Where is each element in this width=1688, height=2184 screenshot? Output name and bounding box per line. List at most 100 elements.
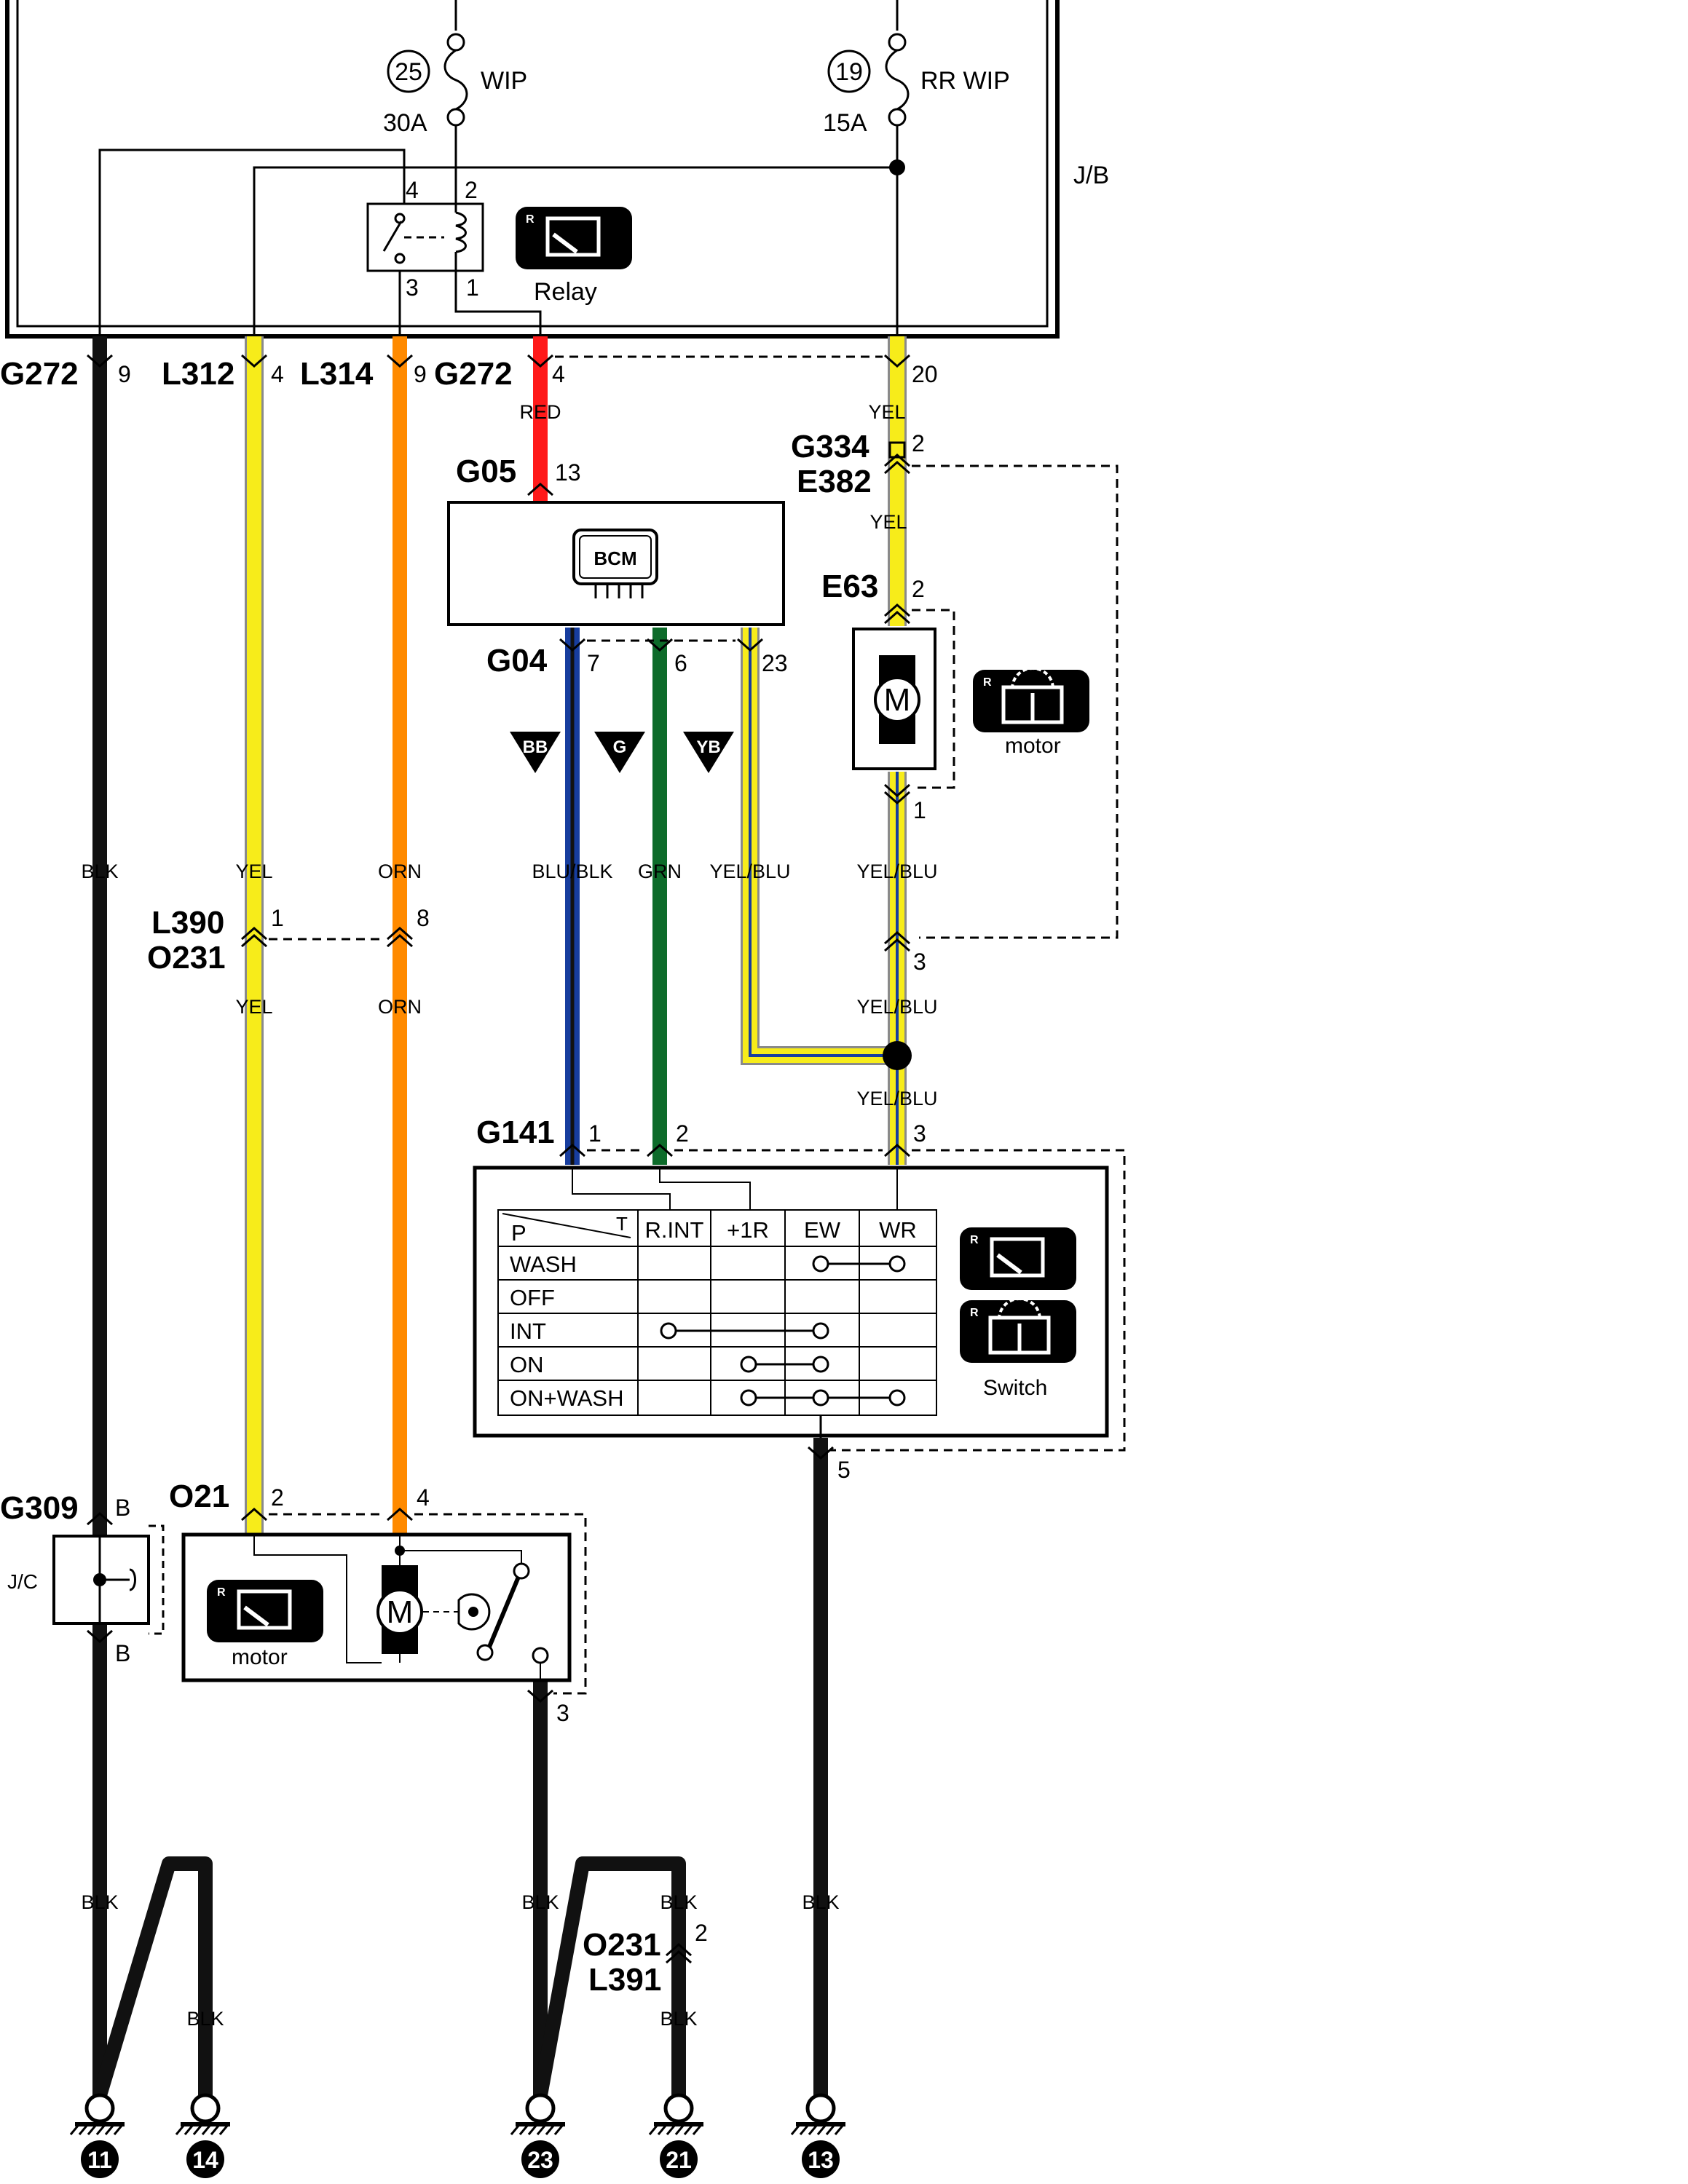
conn-g141-pin-1: 1: [588, 1120, 602, 1147]
wire-label-yel-2: YEL: [869, 511, 907, 533]
relay-label: Relay: [534, 278, 597, 306]
ground-symbol: 14: [175, 2093, 230, 2178]
svg-text:R: R: [970, 1234, 979, 1246]
conn-g05-name: G05: [456, 454, 516, 489]
relay-pin-1: 1: [466, 274, 479, 301]
conn-g141-pin-3: 3: [913, 1120, 926, 1147]
ground-number: 23: [527, 2147, 553, 2173]
fuse-rr-wip: 19 RR WIP 15A: [823, 0, 1010, 137]
conn-e382: E382: [797, 464, 872, 499]
conn-o21-pin-4: 4: [417, 1484, 430, 1511]
svg-text:R: R: [217, 1586, 226, 1599]
conn-l390: L390: [151, 905, 224, 941]
fuse-rr-wip-name: RR WIP: [920, 67, 1010, 95]
conn-l390-pin-8: 8: [417, 905, 430, 931]
conn-e63: [884, 603, 955, 805]
ground-symbol: 11: [69, 2093, 125, 2178]
rear-motor: [852, 628, 936, 770]
wire-label-yel-1: YEL: [868, 401, 905, 423]
ground-symbol: 21: [648, 2093, 703, 2178]
junction-connector: [52, 1511, 165, 1644]
conn-g141-bottom: [808, 1446, 834, 1460]
wire-label-yel-3: YEL: [235, 860, 272, 882]
ground-number-badge: [521, 2140, 559, 2178]
wire-label-orn-1: ORN: [378, 860, 422, 882]
wire-label-yel-blu-3: YEL/BLU: [856, 996, 937, 1018]
bus-tag-bb: BB: [523, 737, 548, 757]
fuse-rr-wip-rating: 15A: [823, 109, 867, 137]
conn-g334-e382: [884, 441, 1119, 939]
conn-g05: [527, 482, 553, 496]
switch-table-p: P: [511, 1220, 526, 1246]
fuse-wip-number: 25: [395, 58, 422, 86]
conn-o21-pin-2: 2: [271, 1484, 284, 1511]
front-motor-icon: R: [207, 1580, 323, 1642]
conn-g141-pin-5: 5: [837, 1457, 851, 1483]
conn-o21-pin-3: 3: [556, 1700, 569, 1726]
ground-number: 14: [192, 2147, 218, 2173]
switch-col-1r: +1R: [727, 1217, 769, 1243]
conn-g334-pin: 2: [912, 430, 925, 456]
conn-l390-o231: [241, 926, 413, 948]
wire-label-blk-4: BLK: [521, 1891, 559, 1913]
switch-row-int: INT: [510, 1318, 546, 1344]
conn-o21-name: O21: [169, 1479, 229, 1514]
switch-label: Switch: [983, 1376, 1047, 1400]
jb-splice-dot: [889, 159, 905, 175]
switch-row-wash: WASH: [510, 1251, 577, 1277]
wire-label-blk-2: BLK: [81, 1891, 118, 1913]
ground-number: 11: [87, 2147, 112, 2173]
wire-blk-gnd-11-14: [92, 1856, 213, 2097]
wire-label-blk-1: BLK: [81, 860, 118, 882]
conn-g272-b: G272: [434, 356, 513, 392]
wire-label-yel-blu-2: YEL/BLU: [856, 860, 937, 882]
relay-pin-4: 4: [406, 177, 419, 203]
top-connectors: [87, 354, 910, 368]
ground-number-badge: [186, 2140, 224, 2178]
wire-label-blk-6: BLK: [660, 2008, 697, 2030]
fuse-wip-name: WIP: [481, 67, 527, 95]
conn-rr-pin-20: 20: [912, 361, 938, 387]
wire-label-orn-2: ORN: [378, 996, 422, 1018]
ground-number-badge: [660, 2140, 698, 2178]
wire-label-grn: GRN: [638, 860, 682, 882]
conn-g141-pin-2: 2: [676, 1120, 689, 1147]
ground-number: 21: [666, 2147, 692, 2173]
svg-text:R: R: [526, 213, 535, 226]
conn-e63-pin-2: 2: [912, 576, 925, 602]
ground-number-badge: [81, 2140, 119, 2178]
switch-row-on: ON: [510, 1352, 544, 1377]
conn-g04-pin-6: 6: [674, 650, 687, 676]
conn-g04-pin-7: 7: [587, 650, 600, 676]
wire-label-yel-4: YEL: [235, 996, 272, 1018]
conn-e63-name: E63: [821, 569, 878, 604]
front-motor-symbol: M: [387, 1594, 414, 1630]
svg-text:R: R: [983, 676, 992, 689]
ground-symbol: 23: [510, 2093, 565, 2178]
wire-label-blk-7: BLK: [802, 1891, 839, 1913]
conn-g04-pin-23: 23: [762, 650, 788, 676]
ground-symbol: 13: [790, 2093, 845, 2178]
conn-g309-pin-top: B: [115, 1495, 130, 1521]
relay-pin-2: 2: [465, 177, 478, 203]
junction-box: J/B: [5, 0, 1109, 339]
conn-e382-pin-3: 3: [913, 949, 926, 975]
rear-wiper-icon: R: [973, 667, 1089, 732]
bcm-module: [447, 501, 785, 626]
bcm-label: BCM: [593, 547, 636, 569]
conn-g334: G334: [791, 429, 869, 464]
conn-g272-b-pin: 4: [552, 361, 565, 387]
conn-o231-l391: [666, 1942, 692, 1964]
rear-motor-symbol: M: [884, 682, 911, 718]
bus-tag-yb: YB: [696, 737, 720, 757]
ground-points: 11 14 23 21 13: [69, 2093, 845, 2178]
conn-o21: [241, 1507, 587, 1695]
switch-col-wr: WR: [879, 1217, 917, 1243]
wiper-switch: [473, 1166, 1109, 1438]
conn-g309-pin-bottom: B: [115, 1640, 130, 1666]
bus-tags: [510, 732, 734, 773]
conn-l312: L312: [162, 356, 234, 392]
conn-l314: L314: [300, 356, 374, 392]
conn-l312-pin: 4: [271, 361, 284, 387]
